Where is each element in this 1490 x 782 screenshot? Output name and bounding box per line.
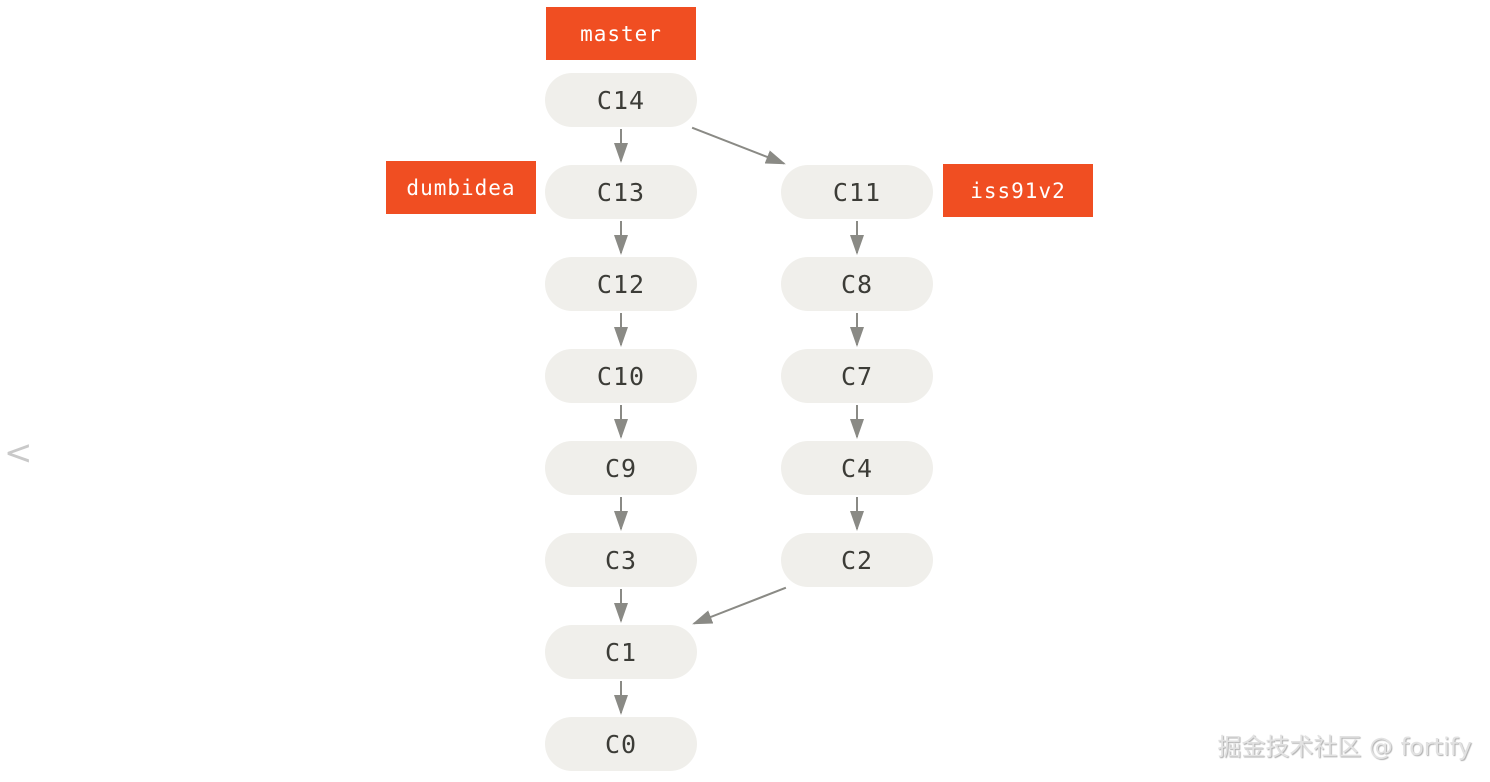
branch-label-iss91v2: iss91v2 (943, 164, 1093, 217)
commit-node-c2: C2 (781, 533, 933, 587)
commit-node-c4: C4 (781, 441, 933, 495)
watermark: 掘金技术社区 @ fortify (1217, 733, 1472, 761)
commit-node-c12: C12 (545, 257, 697, 311)
commit-node-c7: C7 (781, 349, 933, 403)
commit-node-c13: C13 (545, 165, 697, 219)
commit-node-c11: C11 (781, 165, 933, 219)
branch-label-dumbidea: dumbidea (386, 161, 536, 214)
commit-node-c0: C0 (545, 717, 697, 771)
commit-node-c14: C14 (545, 73, 697, 127)
commit-node-c9: C9 (545, 441, 697, 495)
edge-c14-c11 (691, 126, 786, 165)
carousel-prev-button[interactable]: < (4, 433, 33, 473)
commit-node-c1: C1 (545, 625, 697, 679)
commit-node-c8: C8 (781, 257, 933, 311)
edge-c2-c1 (692, 586, 787, 625)
branch-label-master: master (546, 7, 696, 60)
commit-node-c10: C10 (545, 349, 697, 403)
commit-node-c3: C3 (545, 533, 697, 587)
